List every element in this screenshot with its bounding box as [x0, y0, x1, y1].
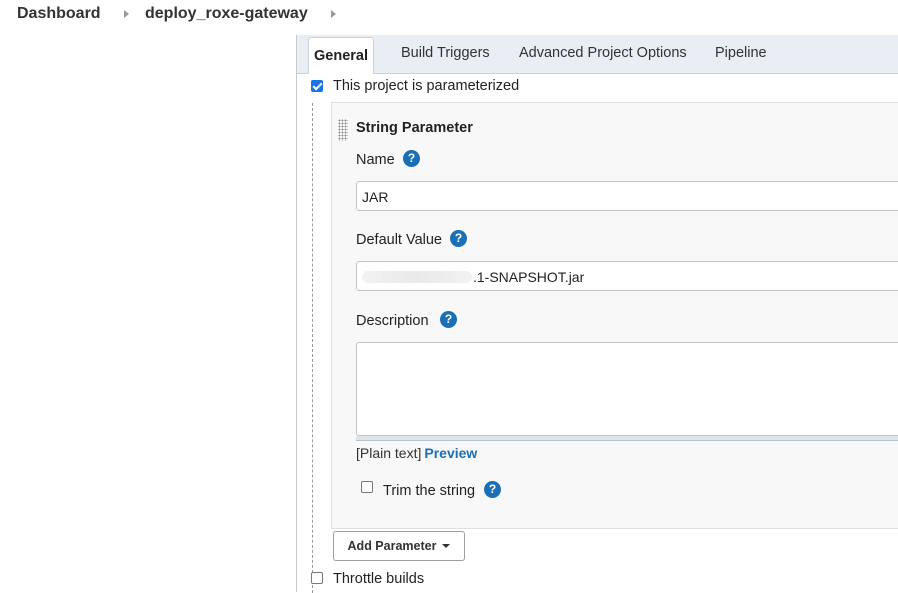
tab-build-triggers[interactable]: Build Triggers — [401, 45, 490, 61]
preview-link[interactable]: Preview — [424, 445, 478, 461]
string-parameter-block: String Parameter Name ? JAR Default Valu… — [331, 102, 898, 529]
redacted-text — [362, 271, 472, 283]
throttle-builds-label: Throttle builds — [333, 571, 425, 587]
default-value-label: Default Value — [356, 232, 442, 248]
default-value-text: .1-SNAPSHOT.jar — [473, 269, 585, 285]
textarea-resize-bar[interactable] — [356, 436, 898, 441]
breadcrumb: Dashboard deploy_roxe-gateway — [0, 0, 898, 30]
help-icon[interactable]: ? — [484, 481, 501, 498]
trim-string-checkbox[interactable] — [361, 481, 373, 493]
parameters-indent-line — [312, 103, 313, 593]
help-icon[interactable]: ? — [440, 311, 457, 328]
name-field[interactable]: JAR — [356, 181, 898, 211]
breadcrumb-dashboard[interactable]: Dashboard — [17, 5, 101, 22]
tab-pipeline[interactable]: Pipeline — [715, 45, 767, 61]
throttle-builds-checkbox[interactable] — [311, 572, 323, 584]
string-parameter-title: String Parameter — [356, 120, 473, 136]
chevron-right-icon[interactable] — [124, 10, 129, 18]
parameterized-checkbox[interactable] — [311, 80, 323, 92]
add-parameter-label: Add Parameter — [347, 539, 437, 553]
help-icon[interactable]: ? — [403, 150, 420, 167]
default-value-field[interactable]: .1-SNAPSHOT.jar — [356, 261, 898, 291]
caret-down-icon — [442, 544, 451, 548]
breadcrumb-job[interactable]: deploy_roxe-gateway — [145, 5, 308, 22]
help-icon[interactable]: ? — [450, 230, 467, 247]
tab-general[interactable]: General — [308, 37, 374, 74]
drag-handle-icon[interactable] — [338, 119, 348, 141]
config-panel: General Build Triggers Advanced Project … — [296, 35, 898, 593]
markup-format-hint: [Plain text]Preview — [356, 445, 477, 461]
tab-bar: General Build Triggers Advanced Project … — [297, 35, 898, 74]
description-textarea[interactable] — [356, 342, 898, 436]
add-parameter-button[interactable]: Add Parameter — [333, 531, 465, 561]
name-label: Name — [356, 152, 395, 168]
chevron-right-icon[interactable] — [331, 10, 336, 18]
plain-text-label: [Plain text] — [356, 445, 422, 461]
description-label: Description — [356, 313, 429, 329]
parameterized-label: This project is parameterized — [333, 78, 520, 94]
tab-advanced-project-options[interactable]: Advanced Project Options — [519, 45, 687, 61]
trim-string-label: Trim the string — [383, 483, 476, 499]
